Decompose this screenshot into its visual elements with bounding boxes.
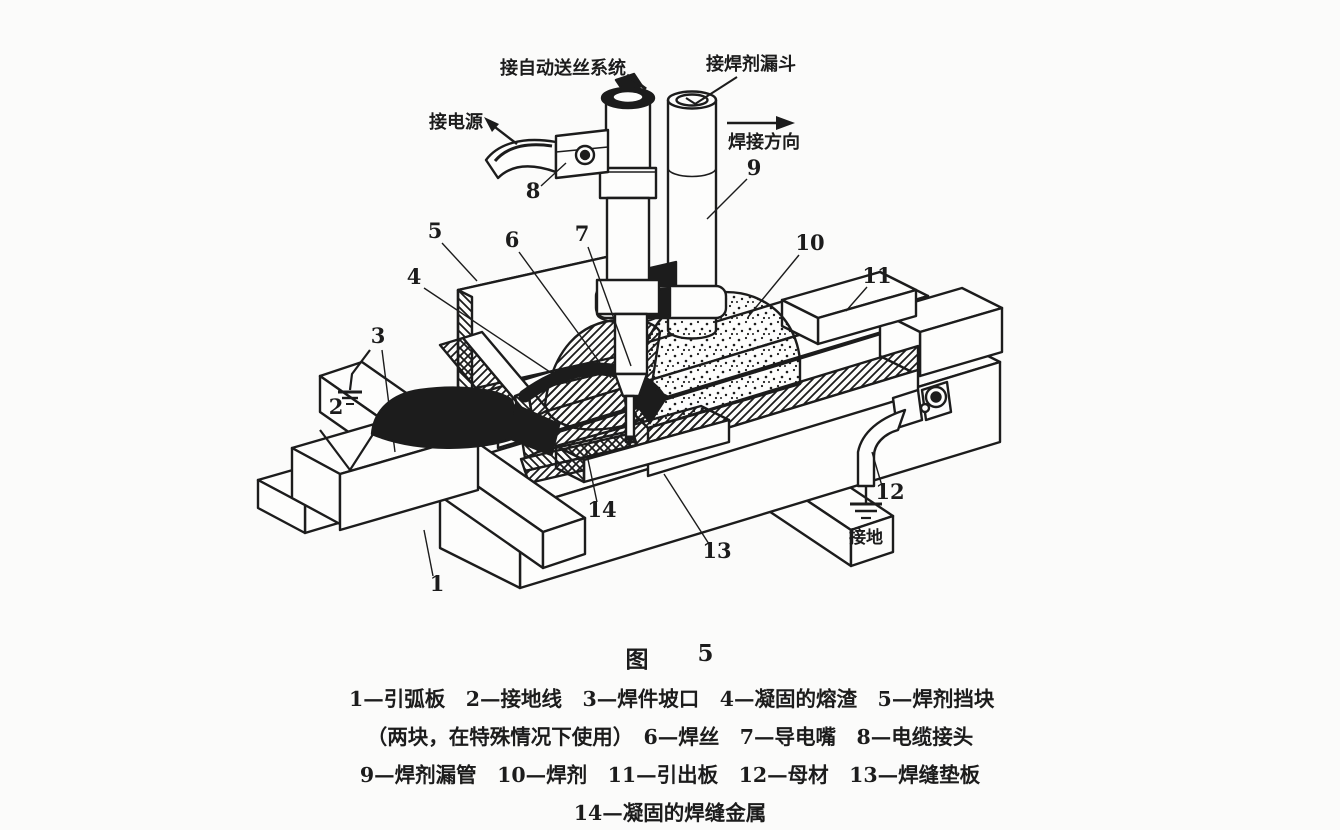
caption-number: 5 xyxy=(697,640,715,667)
leader-13 xyxy=(663,473,710,545)
leader-12 xyxy=(871,451,883,487)
callout-8: 8 xyxy=(526,178,541,203)
callout-7: 7 xyxy=(575,221,590,246)
callout-9: 9 xyxy=(747,155,762,180)
caption-prefix: 图 xyxy=(625,646,650,673)
leader-14 xyxy=(585,449,598,503)
legend-line-2: （两块，在特殊情况下使用） 6—焊丝 7—导电嘴 8—电缆接头 xyxy=(366,725,974,749)
leader-wire-feed xyxy=(626,73,647,91)
power-arrow xyxy=(484,117,518,145)
figure-caption: 图 5 xyxy=(350,640,990,674)
leader-6 xyxy=(518,251,612,379)
leader-9 xyxy=(706,178,748,220)
legend-line-4: 14—凝固的焊缝金属 xyxy=(573,801,767,825)
wire-conduit-assembly xyxy=(595,72,661,447)
leader-flux-hopper xyxy=(694,76,738,105)
welding-direction-arrow xyxy=(727,116,795,130)
callout-5: 5 xyxy=(428,218,443,243)
leader-5 xyxy=(441,242,478,282)
label-wire-feed-system: 接自动送丝系统 xyxy=(500,57,626,79)
leader-7 xyxy=(587,246,632,367)
leader-10 xyxy=(747,254,800,318)
ground-symbol-left xyxy=(338,349,371,405)
contact-tip xyxy=(613,372,649,398)
leader-4 xyxy=(423,287,569,385)
ground-cable xyxy=(856,380,953,488)
ground-symbol-right xyxy=(850,486,882,520)
callout-10: 10 xyxy=(795,230,824,255)
run-on-tab xyxy=(256,386,561,535)
legend-line-3: 9—焊剂漏管 10—焊剂 11—引出板 12—母材 13—焊缝垫板 xyxy=(359,763,981,787)
callout-11: 11 xyxy=(862,263,891,288)
callout-12: 12 xyxy=(875,479,904,504)
callout-14: 14 xyxy=(587,497,616,522)
callout-13: 13 xyxy=(702,538,731,563)
weld-bead-tab xyxy=(370,386,522,449)
label-flux-hopper: 接焊剂漏斗 xyxy=(706,53,796,75)
legend-line-1: 1—引弧板 2—接地线 3—焊件坡口 4—凝固的熔渣 5—焊剂挡块 xyxy=(349,687,995,711)
cable-connector xyxy=(484,128,610,180)
figure-legend: 1—引弧板 2—接地线 3—焊件坡口 4—凝固的熔渣 5—焊剂挡块 （两块，在特… xyxy=(349,680,995,830)
callout-leaders xyxy=(381,73,883,577)
run-off-tab xyxy=(780,270,918,346)
label-welding-direction: 焊接方向 xyxy=(728,131,800,153)
callout-3: 3 xyxy=(371,323,386,348)
callout-6: 6 xyxy=(505,227,520,252)
callout-4: 4 xyxy=(407,264,422,289)
arrows xyxy=(484,116,795,145)
leader-8 xyxy=(540,162,567,187)
callout-1: 1 xyxy=(430,571,445,596)
callout-2: 2 xyxy=(329,394,344,419)
label-ground: 接地 xyxy=(849,527,883,548)
welding-wire xyxy=(624,394,636,444)
leader-11 xyxy=(845,286,868,312)
leader-3 xyxy=(381,349,396,453)
leader-1 xyxy=(423,529,434,577)
label-power-supply: 接电源 xyxy=(429,111,483,133)
